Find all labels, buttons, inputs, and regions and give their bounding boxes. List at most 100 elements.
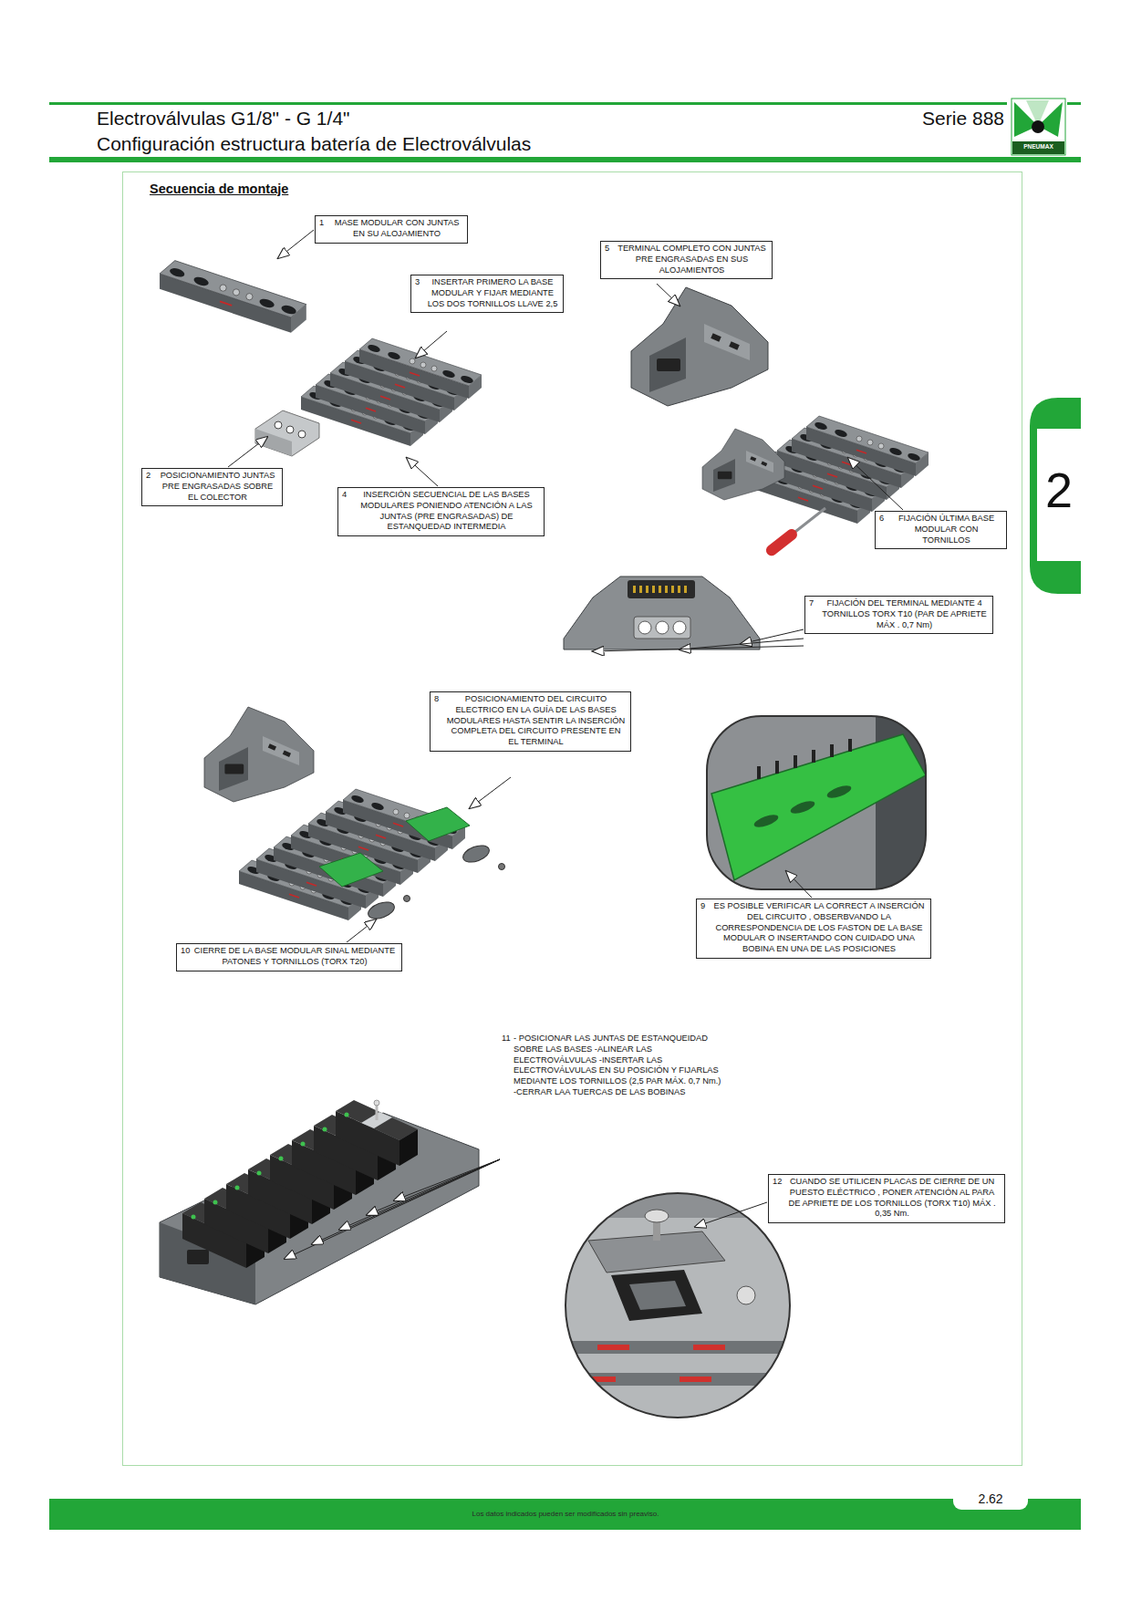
leader-arrows — [228, 229, 903, 1259]
collector — [255, 410, 320, 457]
terminal-front-part-part — [652, 585, 655, 593]
callout-number: 3 — [415, 277, 420, 289]
terminal-part — [631, 287, 768, 406]
terminal-front-part-part — [684, 585, 687, 593]
leader-arrows-part — [339, 1159, 500, 1230]
callout-box: 9ES POSIBLE VERIFICAR LA CORRECT A INSER… — [695, 898, 932, 959]
zoom-circuit — [706, 715, 926, 890]
page-number: 2.62 — [953, 1492, 1028, 1506]
zoom-plate-part — [736, 1286, 756, 1305]
assembly-step6-part — [764, 527, 800, 559]
terminal-front-part-part — [645, 585, 649, 593]
base-stack-part — [359, 338, 482, 399]
footer-bar-part — [953, 1489, 1028, 1510]
assembly-step6-part — [806, 415, 929, 477]
callout-box: 11- POSICIONAR LAS JUNTAS DE ESTANQUEIDA… — [497, 1030, 730, 1102]
terminal-front-part — [627, 580, 696, 599]
assembly-step6-part — [702, 428, 785, 500]
callout-box: 3 INSERTAR PRIMERO LA BASE MODULAR Y FIJA… — [410, 274, 564, 313]
callout-text: MASE MODULAR CON JUNTAS EN SU ALOJAMIENT… — [331, 217, 463, 240]
zoom-plate-part — [679, 1376, 712, 1382]
callout-box: 1 MASE MODULAR CON JUNTAS EN SU ALOJAMIEN… — [314, 215, 468, 244]
callout-text: POSICIONAMIENTO DEL CIRCUITO ELECTRICO E… — [446, 694, 626, 748]
collector-part — [255, 410, 320, 457]
collector-part — [286, 425, 294, 434]
leader-arrows-part — [228, 436, 268, 467]
zoom-circuit-part-part — [793, 755, 798, 768]
assembly-step6-part — [791, 508, 826, 535]
zoom-circuit-part — [711, 734, 926, 881]
logo-part — [1011, 98, 1066, 156]
page-subtitle: Configuración estructura batería de Elec… — [96, 133, 531, 155]
footer-bar — [49, 1489, 1081, 1530]
assembly-step8-part — [319, 852, 384, 887]
terminal-front-part-part — [639, 585, 643, 593]
zoom-circuit-part-part — [825, 783, 853, 801]
leader-arrows-part — [469, 777, 511, 809]
callout-number: 2 — [145, 470, 151, 482]
header-rules-part — [49, 156, 1081, 163]
callout-number: 11 — [501, 1033, 511, 1045]
callout-number: 7 — [809, 598, 814, 610]
callout-text: CIERRE DE LA BASE MODULAR SINAL MEDIANTE… — [192, 945, 397, 968]
zoom-circuit-part-part — [830, 744, 834, 758]
zoom-circuit-part-part — [752, 812, 780, 831]
zoom-plate-part — [560, 1340, 799, 1354]
callout-text: INSERTAR PRIMERO LA BASE MODULAR Y FIJAR… — [426, 277, 559, 310]
leader-arrows-part — [284, 1159, 500, 1259]
zoom-circuit-part-part — [775, 760, 779, 774]
footer-bar-part — [49, 1498, 1081, 1530]
leader-arrows-part — [346, 919, 376, 943]
leader-arrows-part — [786, 871, 812, 898]
callout-number: 1 — [319, 217, 324, 229]
zoom-plate-part — [583, 1376, 616, 1382]
assembly-step11-part — [159, 1112, 479, 1305]
callout-box: 7 FIJACIÓN DEL TERMINAL MEDIANTE 4 TORNIL… — [804, 595, 994, 634]
callout-box: 12CUANDO SE UTILICEN PLACAS DE CIERRE DE… — [767, 1173, 1006, 1224]
callout-box: 6FIJACIÓN ÚLTIMA BASE MODULAR CON TORNIL… — [874, 510, 1007, 550]
callout-box: 2 POSICIONAMIENTO JUNTAS PRE ENGRASADAS S… — [141, 467, 283, 507]
header-rules-part — [1067, 102, 1081, 105]
logo-part — [1012, 141, 1065, 155]
zoom-circuit-part — [757, 738, 852, 779]
collector-part — [274, 421, 282, 429]
callout-text: FIJACIÓN DEL TERMINAL MEDIANTE 4 TORNILL… — [820, 598, 988, 631]
leader-arrows-part — [695, 1202, 768, 1227]
logo-part — [1031, 120, 1045, 134]
callout-text: - POSICIONAR LAS JUNTAS DE ESTANQUEIDAD … — [513, 1033, 725, 1099]
header-rules — [49, 102, 1081, 163]
callout-text: POSICIONAMIENTO JUNTAS PRE ENGRASADAS SO… — [157, 470, 278, 503]
assembly-step8-part — [404, 895, 411, 903]
terminal-front-part-part — [632, 585, 636, 593]
terminal-front-part-part — [658, 585, 662, 593]
zoom-plate-part — [597, 1344, 630, 1350]
terminal-front-part-part — [677, 585, 681, 593]
assembly-step8-part — [405, 807, 470, 841]
callout-number: 6 — [879, 513, 884, 525]
assembly-step8-part — [365, 898, 397, 922]
header-rules-part — [49, 102, 1007, 105]
zoom-circuit-part-part — [848, 738, 852, 752]
terminal-front-part — [563, 576, 760, 650]
callout-box: 8 POSICIONAMIENTO DEL CIRCUITO ELECTRICO … — [429, 691, 632, 752]
terminal-front-part-part — [664, 585, 668, 593]
assembly-step11 — [159, 1099, 479, 1305]
leader-arrows-part — [415, 331, 447, 358]
callout-number: 12 — [772, 1176, 782, 1188]
leader-arrows-part — [311, 1159, 500, 1245]
leader-arrows-part — [740, 629, 804, 644]
series-label: Serie 888 — [893, 107, 1005, 129]
callout-box: 5TERMINAL COMPLETO CON JUNTAS PRE ENGRAS… — [600, 240, 773, 280]
assembly-step8-part — [498, 863, 506, 871]
assembly-step11-part — [186, 1249, 209, 1265]
leader-arrows-part — [406, 457, 438, 487]
section-heading: Secuencia de montaje — [149, 181, 289, 197]
callout-number: 5 — [604, 243, 610, 255]
chapter-number: 2 — [1035, 463, 1083, 518]
page-title: Electroválvulas G1/8" - G 1/4" — [96, 107, 351, 129]
zoom-plate-part — [611, 1269, 703, 1321]
callout-number: 8 — [434, 694, 439, 706]
assembly-panel: Secuencia de montaje 1 MASE MODULAR CON JU… — [122, 171, 1023, 1466]
